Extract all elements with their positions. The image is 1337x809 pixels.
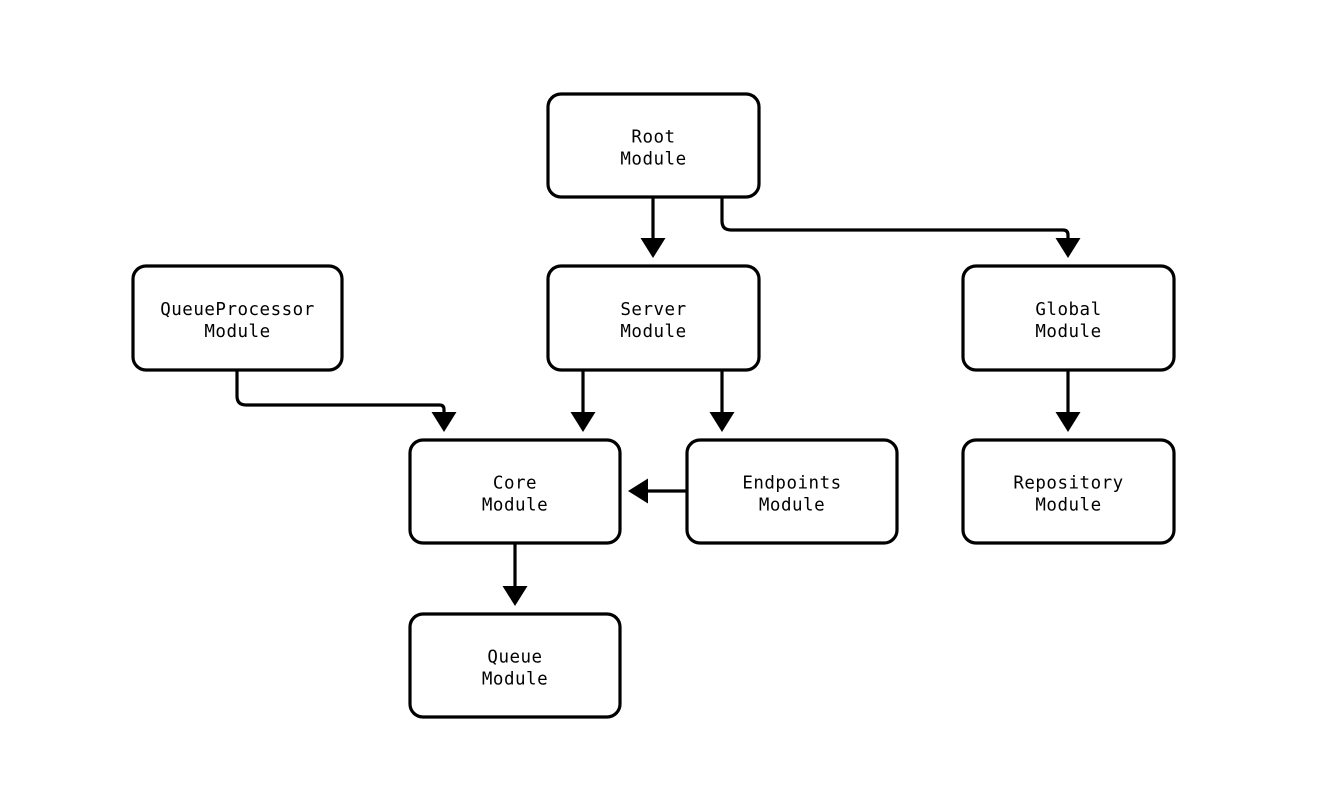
node-label-line2: Module xyxy=(759,496,825,516)
node-label-line1: Endpoints xyxy=(742,474,841,494)
node-label-line1: Queue xyxy=(487,648,542,668)
node-label-line1: Repository xyxy=(1013,474,1123,494)
edge-endpoints-to-core xyxy=(628,478,687,504)
node-label-line1: QueueProcessor xyxy=(160,300,315,320)
node-label-line1: Core xyxy=(493,474,537,494)
edge-root-to-global xyxy=(720,197,1081,258)
node-label-line2: Module xyxy=(620,322,686,342)
edge-root-to-server xyxy=(640,197,666,258)
edge-server-to-core xyxy=(570,370,596,432)
node-label-line2: Module xyxy=(482,496,548,516)
nodes-layer: RootModuleQueueProcessorModuleServerModu… xyxy=(131,92,1176,719)
node-label-line2: Module xyxy=(482,670,548,690)
node-label-line2: Module xyxy=(204,322,270,342)
edge-global-to-repository xyxy=(1055,370,1081,432)
edge-core-to-queue xyxy=(502,543,528,606)
node-label-line2: Module xyxy=(1035,322,1101,342)
node-label-line2: Module xyxy=(1035,496,1101,516)
edge-queueprocessor-to-core xyxy=(235,370,457,432)
node-label-line2: Module xyxy=(620,150,686,170)
node-label-line1: Server xyxy=(620,300,686,320)
edge-server-to-endpoints xyxy=(709,370,735,432)
node-label-line1: Root xyxy=(631,128,675,148)
node-label-line1: Global xyxy=(1035,300,1101,320)
edges-layer xyxy=(235,197,1081,606)
